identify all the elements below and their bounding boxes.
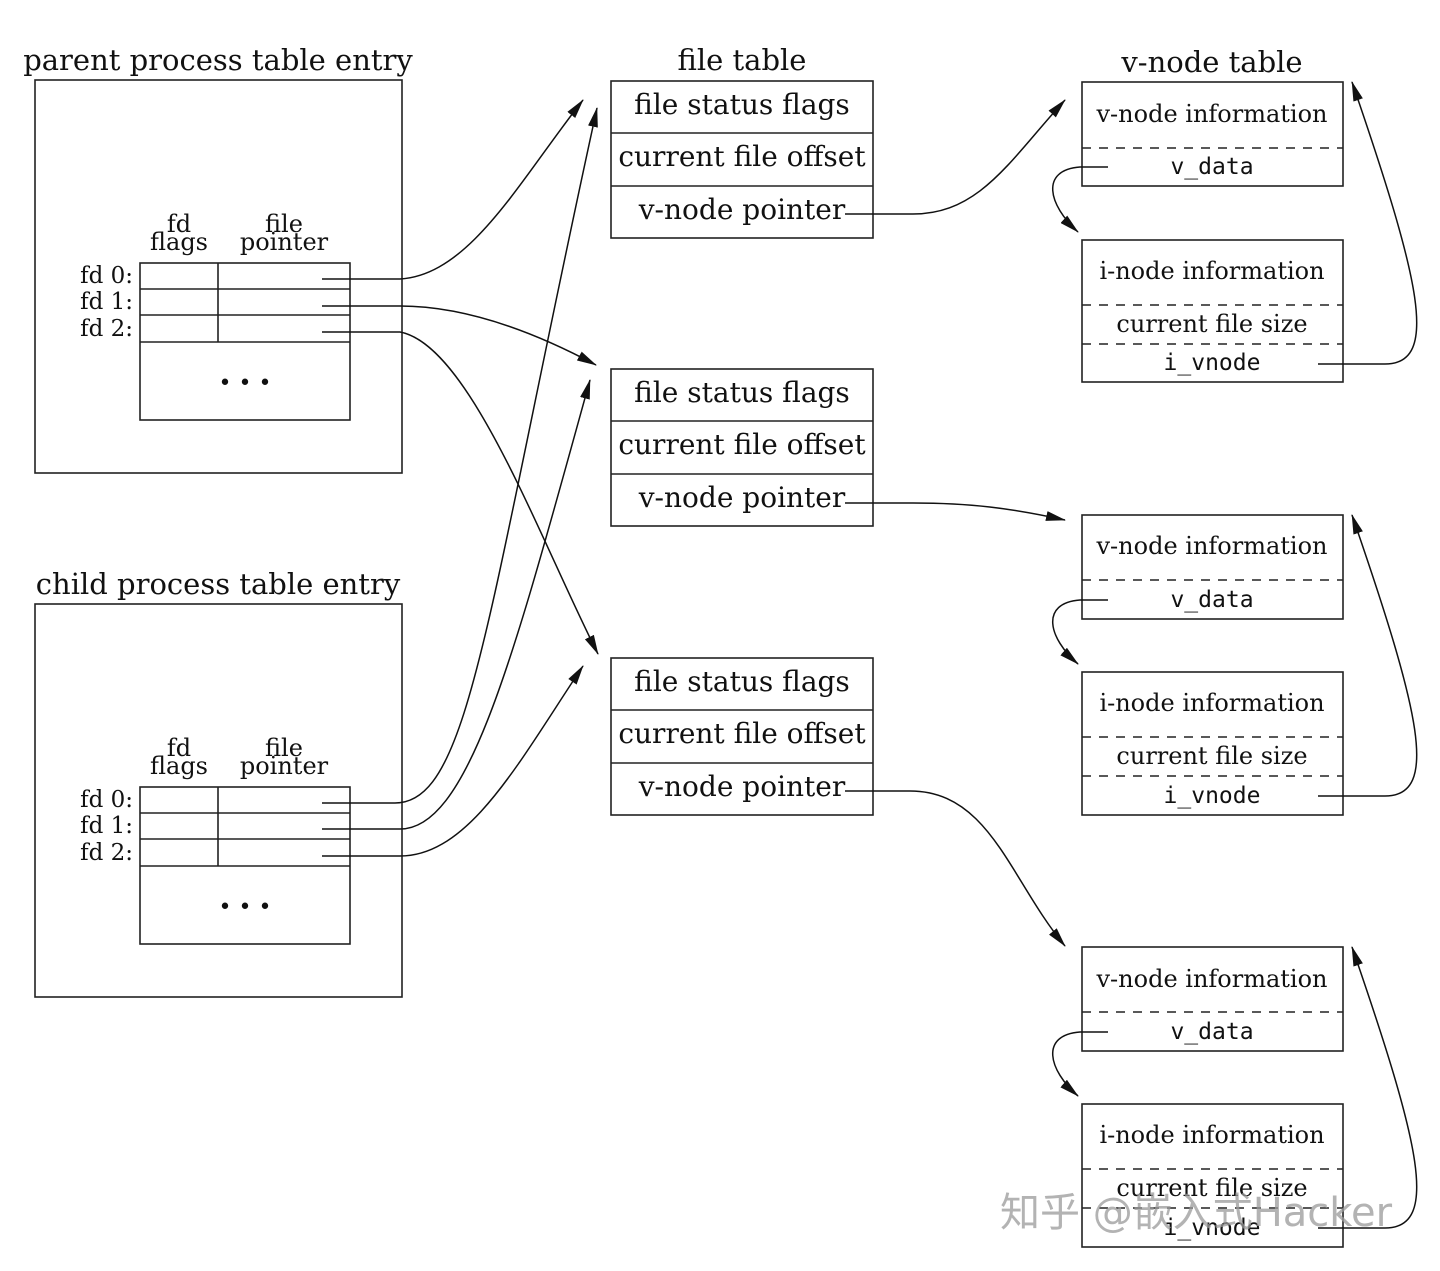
inode-information: i-node information: [1099, 689, 1324, 717]
inode-box: [1081, 671, 1344, 816]
child-fd1-label: fd 1:: [80, 813, 133, 839]
current-file-offset: current file offset: [618, 140, 866, 173]
parent-fd2-arrow: [322, 331, 599, 655]
i-vnode-arrow-3: [1318, 946, 1418, 1229]
child-process-title: child process table entry: [36, 567, 401, 601]
parent-fd1-label: fd 1:: [80, 289, 133, 315]
parent-fd1-arrow: [322, 305, 597, 366]
vnode-information: v-node information: [1096, 965, 1328, 993]
file-status-flags: file status flags: [634, 88, 850, 121]
inode-box: [1081, 239, 1344, 383]
vnode-group-2: v-node information v_data i-node informa…: [1081, 514, 1344, 816]
current-file-size: current file size: [1116, 310, 1307, 338]
file-status-flags: file status flags: [634, 665, 850, 698]
v-node-pointer: v-node pointer: [638, 193, 846, 226]
fd-flags-header-2: flags: [150, 752, 208, 780]
fd-flags-header-1: fd: [167, 734, 191, 762]
v-data: v_data: [1170, 154, 1253, 180]
file-pointer-header-2: pointer: [240, 752, 329, 780]
current-file-offset: current file offset: [618, 428, 866, 461]
child-process-table: child process table entry fd flags file …: [34, 567, 403, 998]
vnode-box: [1081, 514, 1344, 620]
file-table-entry-2: file status flags current file offset v-…: [610, 368, 874, 527]
child-fd1-arrow: [322, 379, 591, 830]
child-fd2-arrow: [322, 665, 584, 857]
vnode-information: v-node information: [1096, 100, 1328, 128]
vnode-pointer-arrow-1: [845, 99, 1066, 215]
i-vnode-arrow-1: [1318, 81, 1418, 365]
parent-process-table: parent process table entry fd flags file…: [23, 43, 413, 474]
parent-fd0-arrow: [322, 99, 584, 280]
current-file-size: current file size: [1116, 1174, 1307, 1202]
vnode-information: v-node information: [1096, 532, 1328, 560]
i-vnode-arrow-2: [1318, 514, 1418, 797]
parent-process-title: parent process table entry: [23, 43, 413, 77]
vnode-pointer-arrow-3: [845, 790, 1066, 947]
fd-flags-header-1: fd: [167, 210, 191, 238]
inode-information: i-node information: [1099, 257, 1324, 285]
vnode-pointer-arrow-2: [845, 502, 1066, 521]
i-vnode: i_vnode: [1164, 350, 1261, 376]
inode-information: i-node information: [1099, 1121, 1324, 1149]
child-fd0-label: fd 0:: [80, 787, 133, 813]
watermark: 知乎 @嵌入式Hacker: [1000, 1190, 1393, 1236]
child-fd0-arrow: [322, 107, 598, 804]
vnode-group-1: v-node information v_data i-node informa…: [1081, 81, 1344, 383]
file-table-entry-1: file status flags current file offset v-…: [610, 80, 874, 239]
file-pointer-header-1: file: [265, 210, 303, 238]
v-data: v_data: [1170, 1019, 1253, 1045]
parent-ellipsis: • • •: [219, 371, 272, 396]
v-data-arrow-1: [1052, 166, 1108, 233]
pointer-arrows: [322, 81, 1418, 1229]
parent-fd0-label: fd 0:: [80, 263, 133, 289]
vnode-table-title: v-node table: [1120, 45, 1302, 79]
v-data-arrow-2: [1052, 599, 1108, 665]
v-data-arrow-3: [1052, 1031, 1108, 1097]
vnode-box: [1081, 946, 1344, 1052]
file-pointer-header-1: file: [265, 734, 303, 762]
vnode-group-3: v-node information v_data i-node informa…: [1081, 946, 1344, 1248]
v-node-pointer: v-node pointer: [638, 770, 846, 803]
child-fd2-label: fd 2:: [80, 840, 133, 866]
file-table-entry-3: file status flags current file offset v-…: [610, 657, 874, 816]
fd-flags-header-2: flags: [150, 228, 208, 256]
v-data: v_data: [1170, 587, 1253, 613]
i-vnode: i_vnode: [1164, 1215, 1261, 1241]
file-status-flags: file status flags: [634, 376, 850, 409]
current-file-offset: current file offset: [618, 717, 866, 750]
current-file-size: current file size: [1116, 742, 1307, 770]
v-node-pointer: v-node pointer: [638, 481, 846, 514]
file-table-title: file table: [678, 43, 807, 77]
child-ellipsis: • • •: [219, 895, 272, 920]
i-vnode: i_vnode: [1164, 783, 1261, 809]
parent-fd2-label: fd 2:: [80, 316, 133, 342]
vnode-box: [1081, 81, 1344, 187]
file-pointer-header-2: pointer: [240, 228, 329, 256]
inode-box: [1081, 1103, 1344, 1248]
